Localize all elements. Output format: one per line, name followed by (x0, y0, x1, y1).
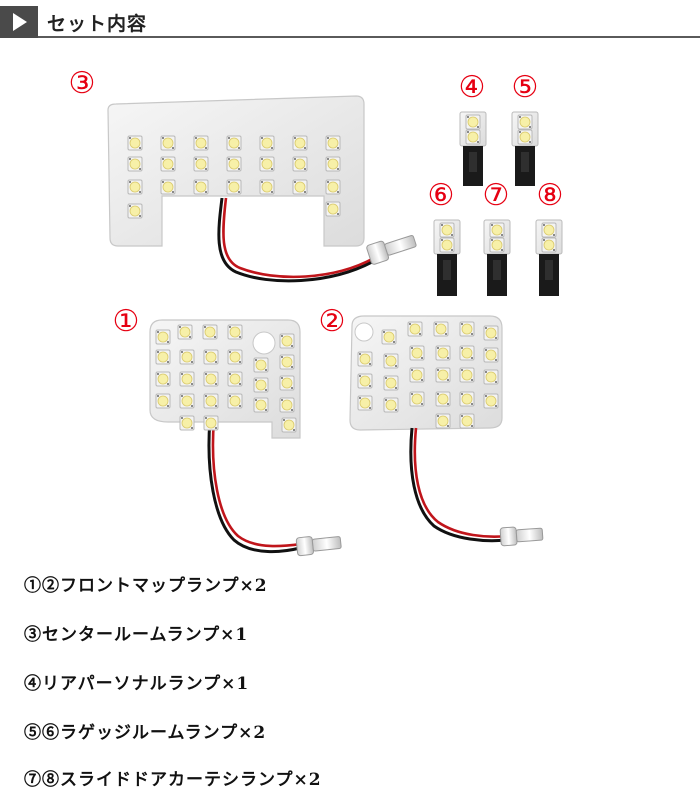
wedge-bulb-6 (433, 219, 461, 296)
wedge-bulb-4 (459, 111, 487, 186)
contents-item-slide-door: ⑦⑧スライドドアカーテシランプ×2 (24, 770, 322, 790)
figure-number-3: ③ (68, 66, 96, 101)
header-underline (38, 36, 700, 38)
wedge-bulb-5 (511, 111, 539, 186)
contents-item-center-room: ③センタールームランプ×1 (24, 625, 249, 645)
section-header: セット内容 (0, 6, 700, 38)
header-marker (0, 6, 38, 38)
figure-number-2: ② (318, 304, 346, 339)
figure-number-7: ⑦ (482, 178, 510, 213)
figure-number-5: ⑤ (511, 70, 539, 105)
contents-item-front-map: ①②フロントマップランプ×2 (24, 576, 268, 596)
front-map-lamp-panel-1 (149, 319, 342, 557)
figure-number-8: ⑧ (536, 178, 564, 213)
contents-item-rear-personal: ④リアパーソナルランプ×1 (24, 674, 250, 694)
front-map-lamp-panel-2 (349, 315, 544, 547)
play-arrow-icon (13, 13, 27, 31)
contents-item-luggage-room: ⑤⑥ラゲッジルームランプ×2 (24, 723, 267, 743)
wedge-bulb-7 (483, 219, 511, 296)
section-title: セット内容 (47, 13, 148, 35)
center-room-lamp-panel (107, 95, 417, 283)
figure-number-6: ⑥ (427, 178, 455, 213)
figure-number-4: ④ (458, 70, 486, 105)
figure-number-1: ① (112, 304, 140, 339)
wedge-bulb-8 (535, 219, 563, 296)
product-illustration (107, 95, 563, 557)
